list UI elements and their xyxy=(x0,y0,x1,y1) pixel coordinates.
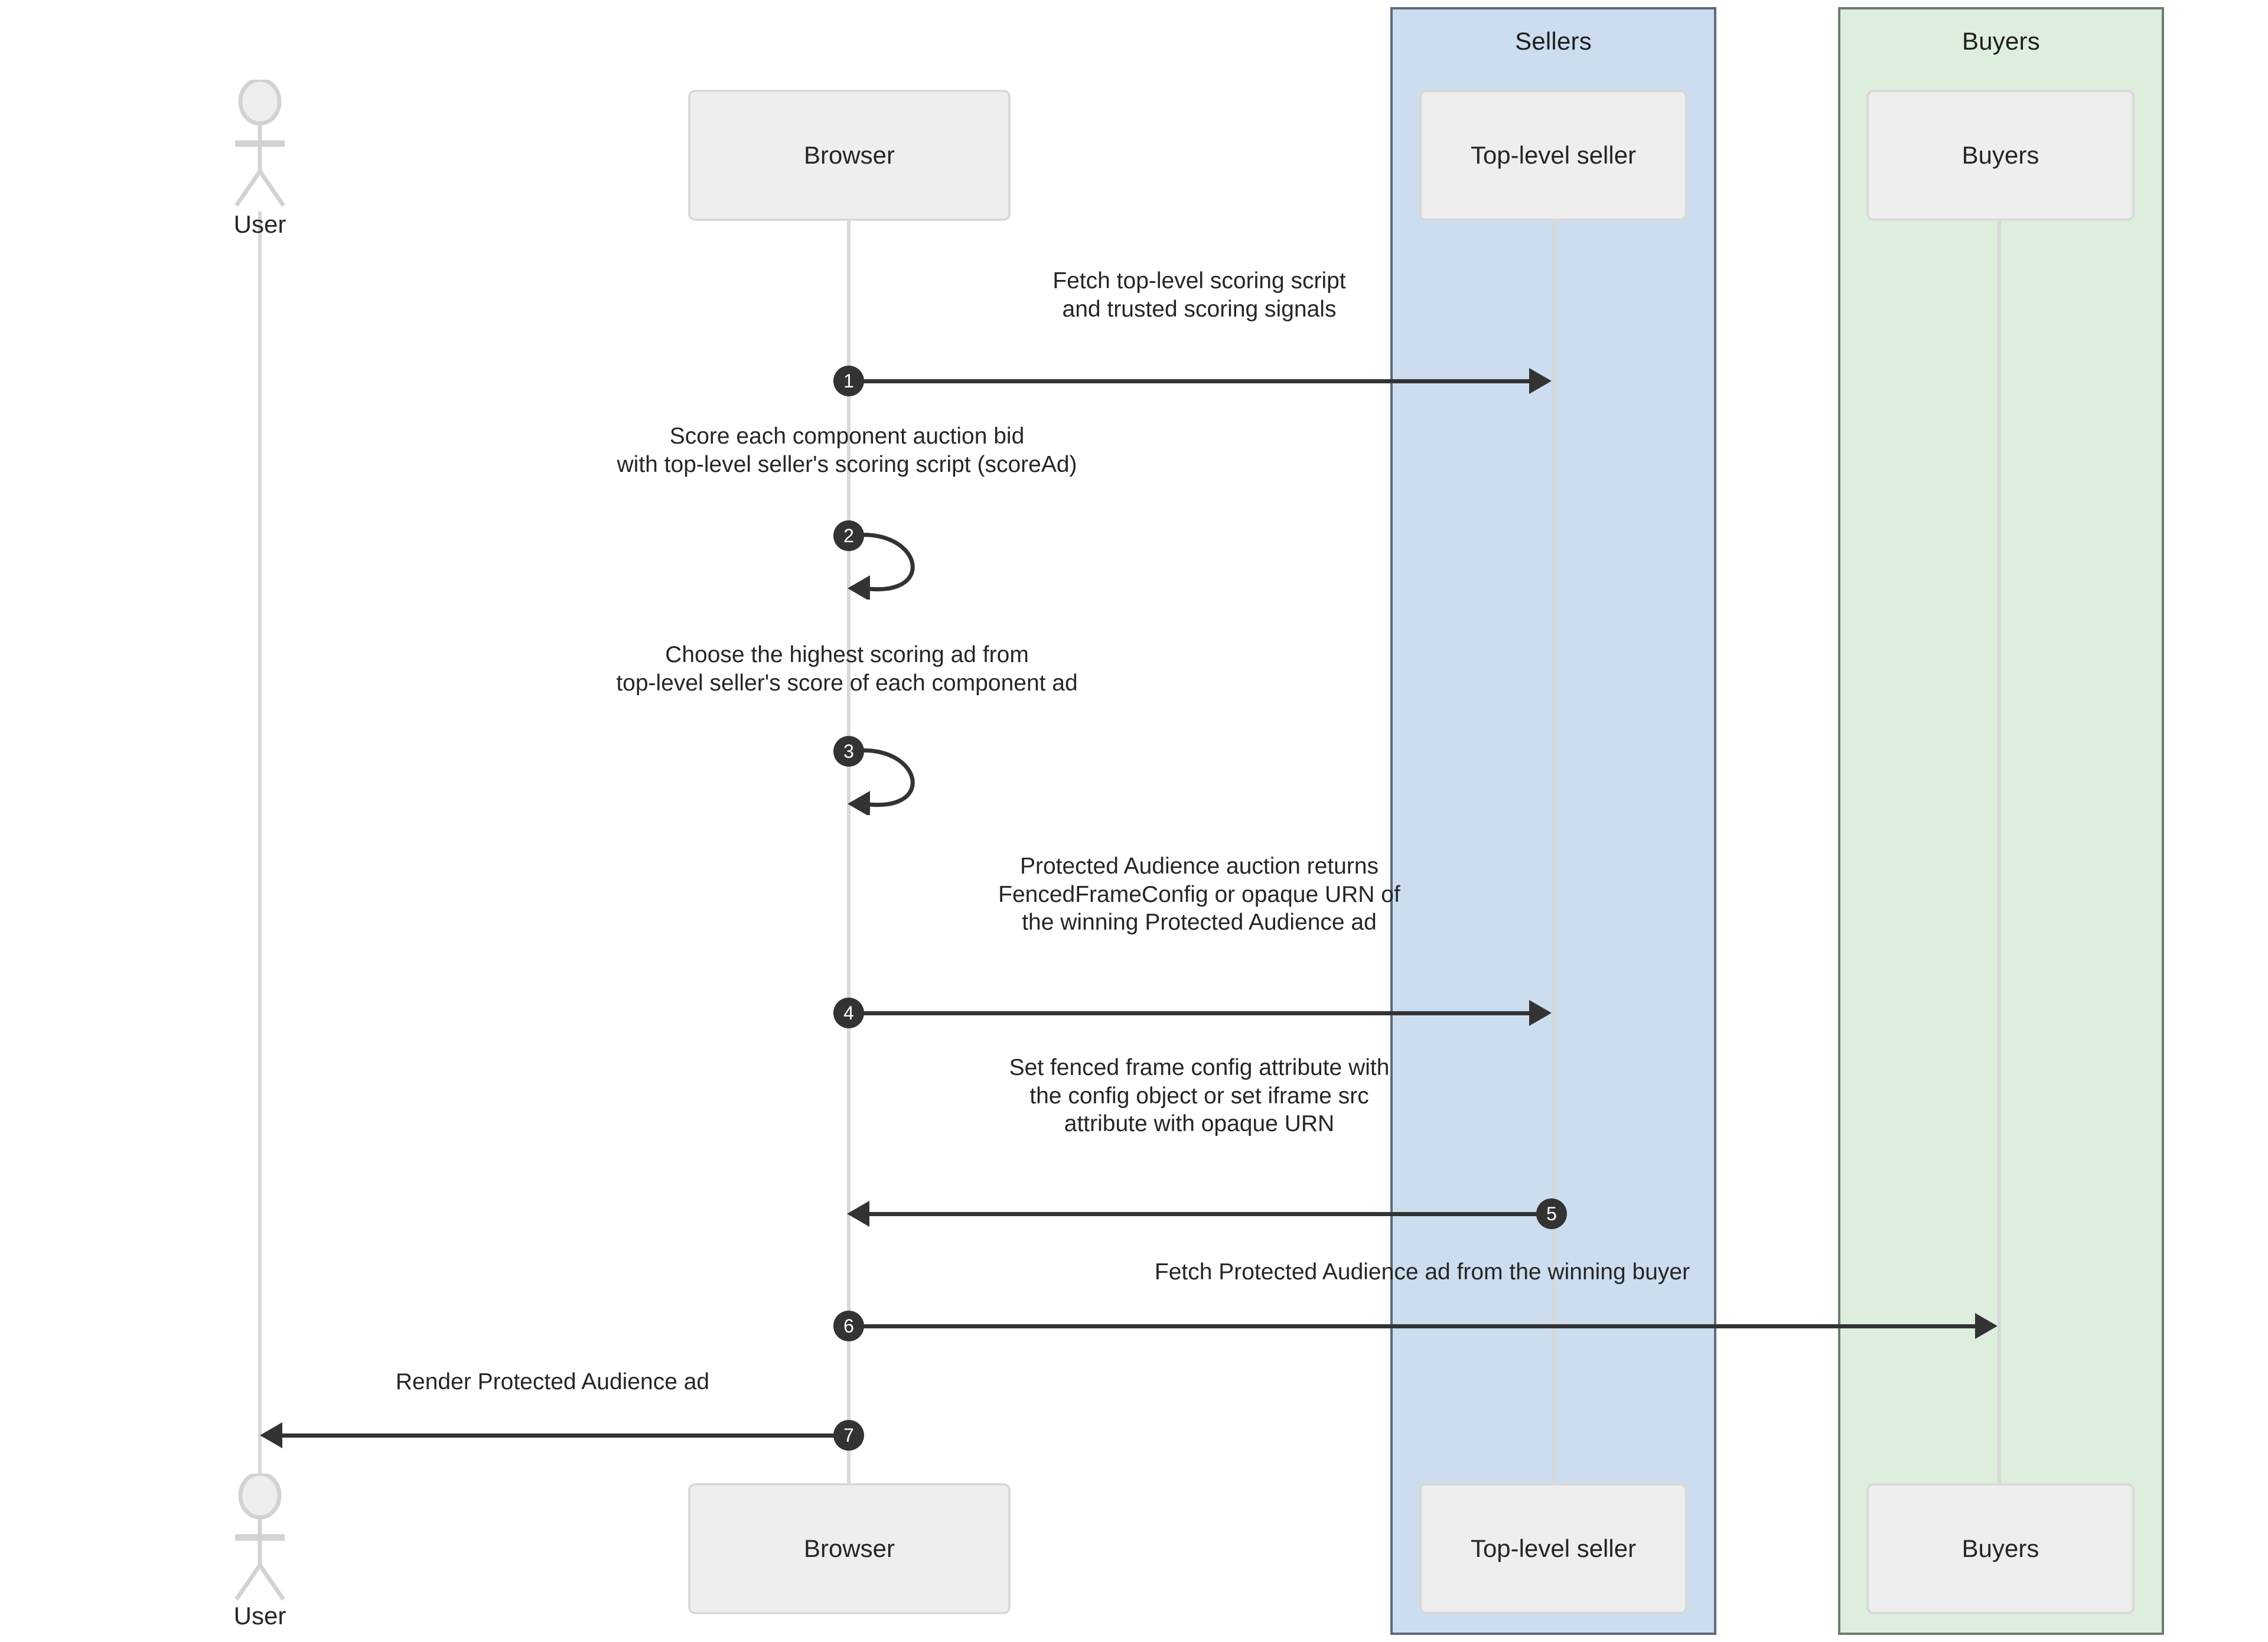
message-arrow-5 xyxy=(869,1212,1552,1216)
message-selfloop-3 xyxy=(842,738,977,818)
message-arrow-1 xyxy=(849,379,1531,383)
message-line-5-2: attribute with opaque URN xyxy=(1064,1111,1335,1137)
selfloop-2-icon xyxy=(848,533,915,601)
actor-user-top xyxy=(224,77,295,207)
message-line-7-0: Render Protected Audience ad xyxy=(395,1369,710,1395)
message-arrowhead-1 xyxy=(1529,368,1552,394)
message-arrowhead-4 xyxy=(1529,1000,1552,1026)
message-label-6: Fetch Protected Audience ad from the win… xyxy=(847,1260,1997,1283)
message-label-5: Set fenced frame config attribute with t… xyxy=(847,1054,1552,1138)
message-selfloop-2 xyxy=(842,523,977,602)
message-label-4: Protected Audience auction returns Fence… xyxy=(847,852,1552,937)
message-arrow-6 xyxy=(849,1324,1977,1328)
lifeline-browser xyxy=(847,221,850,1483)
message-number-4: 4 xyxy=(833,998,864,1028)
message-label-1: Fetch top-level scoring script and trust… xyxy=(847,267,1552,323)
participant-buyer-bottom[interactable]: Buyers xyxy=(1866,1483,2135,1614)
message-label-7: Render Protected Audience ad xyxy=(258,1370,847,1393)
message-arrow-7 xyxy=(282,1434,849,1438)
group-box-buyers: Buyers xyxy=(1838,7,2164,1635)
message-line-3-1: top-level seller's score of each compone… xyxy=(616,670,1078,696)
message-arrow-4 xyxy=(849,1011,1531,1015)
lifeline-seller xyxy=(1552,221,1555,1483)
participant-browser-top[interactable]: Browser xyxy=(688,90,1011,221)
message-line-6-0: Fetch Protected Audience ad from the win… xyxy=(1154,1259,1690,1285)
message-number-3: 3 xyxy=(833,736,864,767)
participant-seller-top[interactable]: Top-level seller xyxy=(1419,90,1687,221)
actor-label-user-bottom: User xyxy=(233,1602,286,1630)
message-line-2-1: with top-level seller's scoring script (… xyxy=(617,451,1077,477)
message-line-4-1: FencedFrameConfig or opaque URN of xyxy=(998,881,1400,907)
lifeline-user xyxy=(258,211,262,1483)
message-label-2: Score each component auction bid with to… xyxy=(493,422,1201,478)
message-line-5-1: the config object or set iframe src xyxy=(1029,1083,1369,1109)
group-label-sellers: Sellers xyxy=(1515,27,1592,55)
message-line-3-0: Choose the highest scoring ad from xyxy=(665,642,1029,667)
message-number-2: 2 xyxy=(833,520,864,551)
participant-buyer-top[interactable]: Buyers xyxy=(1866,90,2135,221)
selfloop-3-icon xyxy=(848,748,915,817)
message-line-5-0: Set fenced frame config attribute with xyxy=(1009,1055,1390,1080)
participant-seller-bottom[interactable]: Top-level seller xyxy=(1419,1483,1687,1614)
message-arrowhead-5 xyxy=(847,1201,869,1227)
message-line-2-0: Score each component auction bid xyxy=(669,423,1025,449)
message-arrowhead-6 xyxy=(1975,1313,1997,1339)
message-line-1-0: Fetch top-level scoring script xyxy=(1052,268,1346,294)
actor-figure-bottom-icon xyxy=(234,1471,285,1601)
message-label-3: Choose the highest scoring ad from top-l… xyxy=(493,641,1201,697)
message-line-4-0: Protected Audience auction returns xyxy=(1019,853,1379,879)
lifeline-buyer xyxy=(1997,221,2001,1483)
actor-user-bottom xyxy=(224,1471,295,1601)
participant-browser-bottom[interactable]: Browser xyxy=(688,1483,1011,1614)
message-arrowhead-7 xyxy=(260,1422,282,1448)
message-number-1: 1 xyxy=(833,366,864,396)
actor-figure-icon xyxy=(234,77,285,207)
message-number-5: 5 xyxy=(1536,1198,1567,1229)
message-number-6: 6 xyxy=(833,1311,864,1341)
message-number-7: 7 xyxy=(833,1420,864,1451)
message-line-1-1: and trusted scoring signals xyxy=(1062,296,1337,322)
message-line-4-2: the winning Protected Audience ad xyxy=(1022,910,1377,936)
group-label-buyers: Buyers xyxy=(1962,27,2040,55)
actor-label-user-top: User xyxy=(233,210,286,238)
